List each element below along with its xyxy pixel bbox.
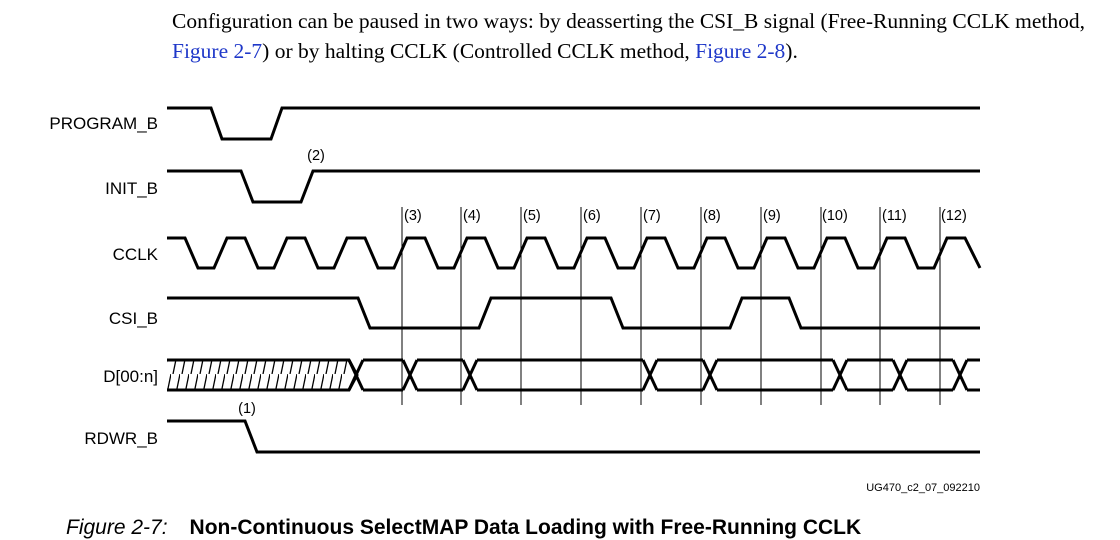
program-b-waveform [167, 106, 980, 141]
marker-lines [401, 207, 941, 405]
marker-label-4: (4) [463, 208, 481, 224]
init-b-label: INIT_B [105, 179, 158, 198]
marker-label-6: (6) [583, 208, 601, 224]
data-bus-invalid-hatch [167, 360, 349, 390]
marker-label-3: (3) [404, 208, 422, 224]
note-2-label: (2) [307, 148, 325, 164]
figure-number: Figure 2-7: [66, 516, 168, 539]
figure-code: UG470_c2_07_092210 [866, 482, 980, 494]
intro-text-3: ). [785, 39, 798, 63]
figure-2-8-link[interactable]: Figure 2-8 [695, 39, 786, 63]
program-b-label: PROGRAM_B [49, 114, 158, 133]
marker-label-11: (11) [882, 208, 907, 224]
marker-label-12: (12) [941, 208, 967, 224]
figure-caption: Figure 2-7: Non-Continuous SelectMAP Data… [66, 516, 861, 540]
cclk-waveform [167, 236, 982, 270]
note-1-label: (1) [238, 401, 256, 417]
intro-text-1: Configuration can be paused in two ways:… [172, 9, 1086, 33]
data-bus-label: D[00:n] [103, 367, 158, 386]
marker-label-9: (9) [763, 208, 781, 224]
csi-b-waveform [167, 296, 980, 330]
marker-label-7: (7) [643, 208, 661, 224]
marker-label-5: (5) [523, 208, 541, 224]
csi-b-label: CSI_B [109, 309, 158, 328]
rdwr-b-label: RDWR_B [84, 429, 158, 448]
data-bus-waveform [167, 358, 980, 392]
figure-title: Non-Continuous SelectMAP Data Loading wi… [189, 516, 862, 539]
intro-paragraph: Configuration can be paused in two ways:… [172, 6, 1102, 66]
marker-label-10: (10) [822, 208, 848, 224]
intro-text-2: ) or by halting CCLK (Controlled CCLK me… [262, 39, 696, 63]
figure-2-7-link[interactable]: Figure 2-7 [172, 39, 263, 63]
init-b-waveform [167, 169, 980, 204]
cclk-label: CCLK [113, 245, 159, 264]
rdwr-b-waveform [167, 419, 980, 454]
marker-label-8: (8) [703, 208, 721, 224]
